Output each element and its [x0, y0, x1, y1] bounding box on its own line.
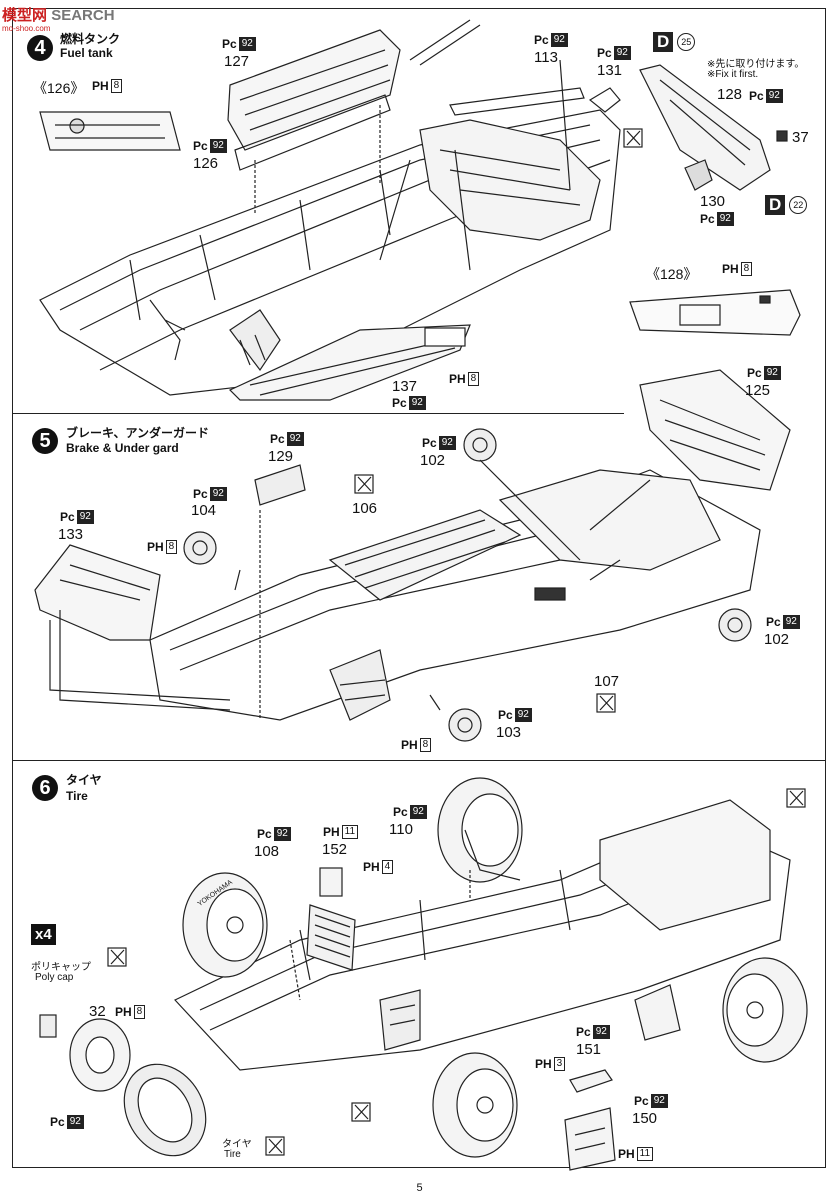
part-number: 113	[534, 49, 558, 66]
part-reference-126: 《126》	[33, 80, 85, 96]
part-number: 108	[254, 843, 280, 860]
part-number: 130	[700, 193, 726, 210]
page-number: 5	[416, 1182, 423, 1194]
watermark-url: mo-shoo.com	[2, 24, 51, 33]
part-number: 131	[597, 62, 623, 79]
part-number: 150	[632, 1110, 658, 1127]
section-divider	[12, 760, 826, 761]
note-jp: ※先に取り付けます。	[707, 59, 805, 70]
glue-icons	[107, 128, 806, 1156]
tire-label-en: Tire	[224, 1149, 241, 1160]
part-number: 102	[420, 452, 446, 469]
part-number: 137	[392, 378, 418, 395]
part-number: 32	[89, 1003, 106, 1020]
step-title-en: Brake & Under gard	[66, 441, 179, 455]
step-number-badge: 4	[27, 35, 53, 61]
quantity-multiplier: x4	[31, 924, 56, 945]
part-number: 129	[268, 448, 294, 465]
step-title-jp: タイヤ	[66, 773, 102, 787]
polycap-label-jp: ポリキャップ	[31, 962, 91, 973]
part-number: 106	[352, 500, 378, 517]
part-number: 125	[745, 382, 771, 399]
part-number: 127	[224, 53, 250, 70]
part-number: 102	[764, 631, 790, 648]
part-number: 37	[792, 129, 809, 146]
part-number: 103	[496, 724, 522, 741]
tire-label-jp: タイヤ	[222, 1139, 252, 1150]
step-title-en: Fuel tank	[60, 46, 113, 60]
part-number: 133	[58, 526, 84, 543]
step-title-jp: ブレーキ、アンダーガード	[66, 426, 210, 440]
part-number: 104	[191, 502, 217, 519]
step-number-badge: 6	[32, 775, 58, 801]
step-number-badge: 5	[32, 428, 58, 454]
part-number: 128	[717, 86, 743, 103]
part-number: 152	[322, 841, 348, 858]
page-frame	[12, 8, 826, 1168]
step6-chassis-drawing	[39, 777, 808, 1171]
watermark-logo: 模型网 SEARCH	[2, 7, 115, 24]
part-number: 110	[389, 821, 413, 838]
polycap-label-en: Poly cap	[35, 972, 74, 983]
step-title-en: Tire	[66, 789, 88, 803]
step5-chassis-drawing	[34, 369, 791, 742]
part-reference-128: 《128》	[646, 266, 698, 282]
step4-chassis-drawing	[39, 19, 801, 401]
part-number: 107	[594, 673, 620, 690]
part-number: 151	[576, 1041, 602, 1058]
section-divider	[12, 413, 624, 414]
note-en: ※Fix it first.	[707, 69, 759, 80]
step-title-jp: 燃料タンク	[60, 32, 121, 46]
part-number: 126	[193, 155, 219, 172]
